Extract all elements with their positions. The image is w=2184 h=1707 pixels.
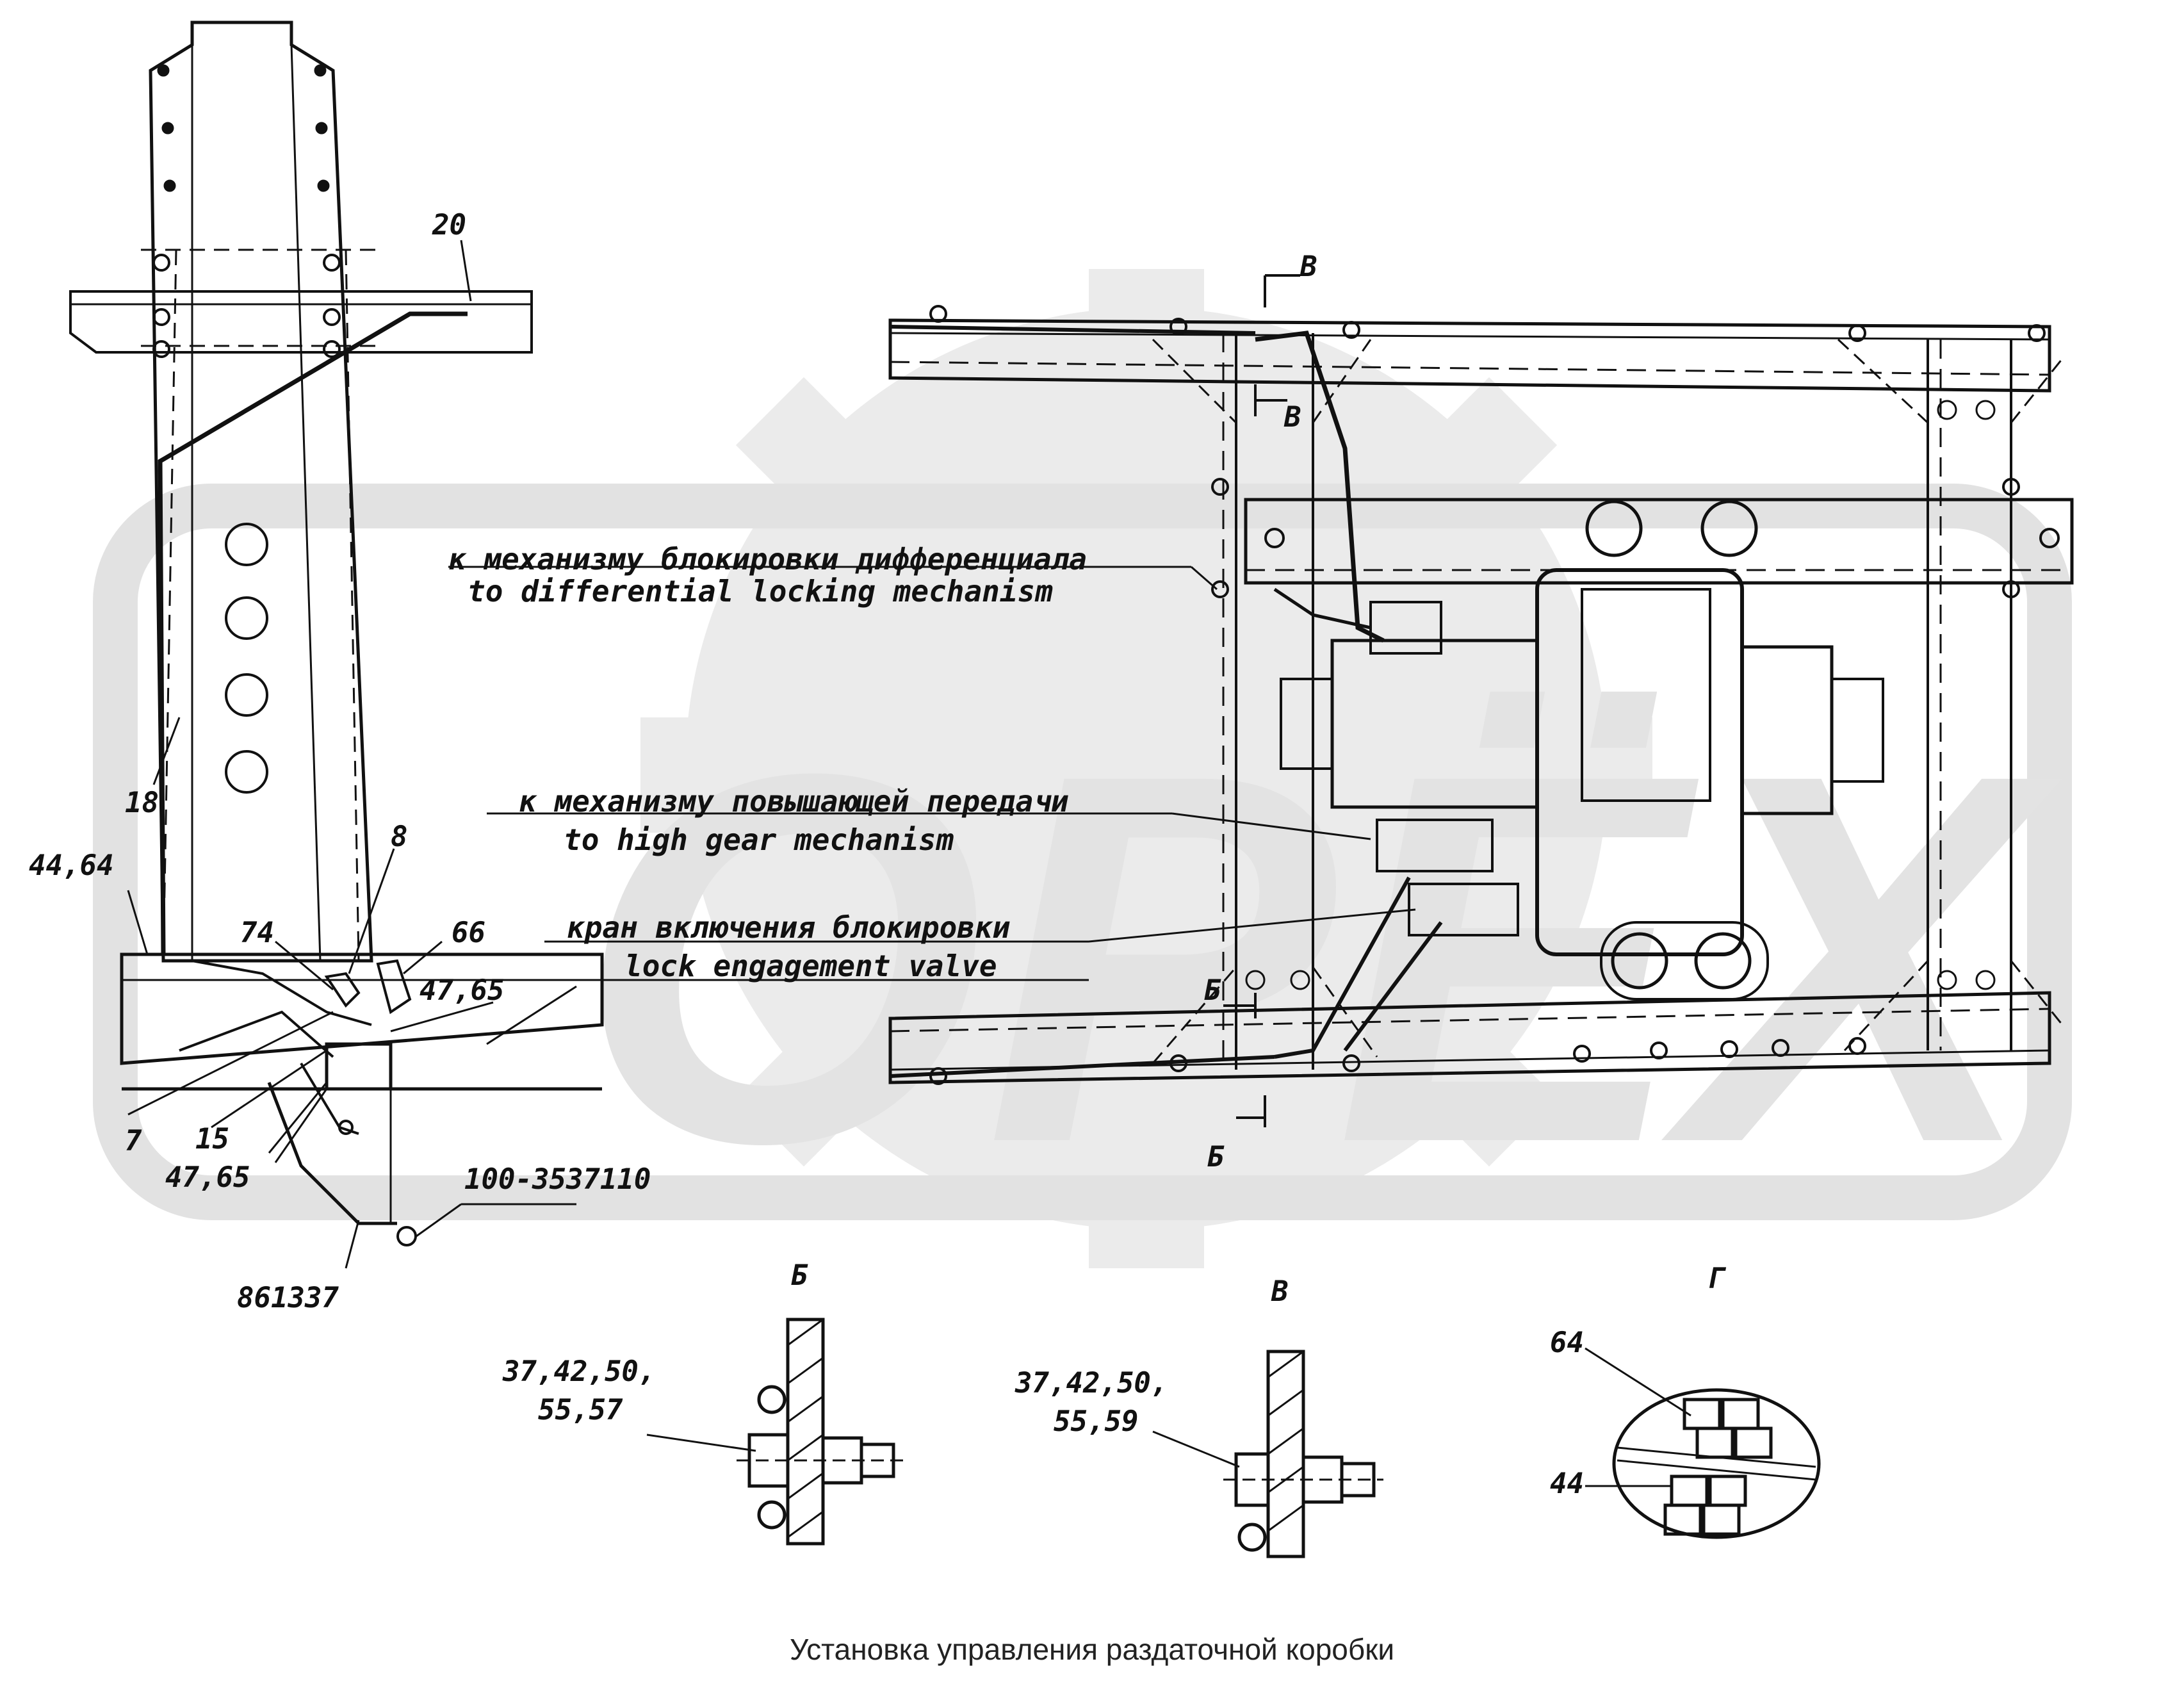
part-label-44-64: 44,64 bbox=[29, 849, 114, 882]
detail-b-label-line1: 37,42,50, bbox=[503, 1355, 656, 1388]
callout-high-gear-ru: к механизму повышающей передачи bbox=[519, 784, 1069, 819]
drawing-caption: Установка управления раздаточной коробки bbox=[789, 1633, 1395, 1666]
part-label-100-3537110: 100-3537110 bbox=[464, 1163, 651, 1196]
part-label-8: 8 bbox=[391, 821, 408, 853]
part-label-66: 66 bbox=[452, 917, 485, 949]
left-frame-view bbox=[69, 20, 1172, 1269]
callout-valve-ru: кран включения блокировки bbox=[567, 910, 1011, 945]
section-mark-b-mid: Б bbox=[1204, 974, 1221, 1007]
detail-v-label-line1: 37,42,50, bbox=[1015, 1367, 1168, 1400]
part-label-74: 74 bbox=[240, 917, 274, 949]
part-label-47-65-top: 47,65 bbox=[420, 974, 505, 1007]
section-mark-v-mid: В bbox=[1284, 401, 1301, 434]
detail-g-title: Г bbox=[1707, 1262, 1724, 1295]
detail-b-title: Б bbox=[791, 1259, 808, 1292]
watermark-text: ОРЁХ bbox=[576, 665, 2063, 1252]
section-mark-b-bot: Б bbox=[1207, 1141, 1225, 1173]
part-label-18: 18 bbox=[125, 787, 159, 819]
right-frame-view bbox=[448, 274, 2074, 1127]
part-label-47-65-bottom: 47,65 bbox=[165, 1161, 250, 1194]
part-label-20: 20 bbox=[432, 209, 466, 241]
detail-g-label-44: 44 bbox=[1550, 1467, 1584, 1500]
section-mark-v-top: В bbox=[1300, 250, 1317, 283]
callout-valve-en: lock engagement valve bbox=[624, 949, 997, 983]
callout-diff-lock-ru: к механизму блокировки дифференциала bbox=[448, 542, 1087, 576]
detail-b-drawing bbox=[646, 1318, 903, 1546]
detail-b-label-line2: 55,57 bbox=[538, 1394, 623, 1426]
detail-v-title: В bbox=[1271, 1275, 1289, 1308]
detail-v-drawing bbox=[1152, 1350, 1383, 1558]
detail-v-label-line2: 55,59 bbox=[1054, 1405, 1139, 1438]
part-label-7: 7 bbox=[125, 1125, 142, 1157]
watermark: ОРЁХ bbox=[93, 269, 2072, 1268]
callout-diff-lock-en: to differential locking mechanism bbox=[468, 574, 1053, 608]
detail-g-drawing bbox=[1585, 1347, 1821, 1539]
callout-high-gear-en: to high gear mechanism bbox=[564, 822, 954, 857]
part-label-15: 15 bbox=[195, 1123, 229, 1156]
part-label-861337: 861337 bbox=[237, 1282, 339, 1314]
detail-g-label-64: 64 bbox=[1550, 1327, 1584, 1359]
